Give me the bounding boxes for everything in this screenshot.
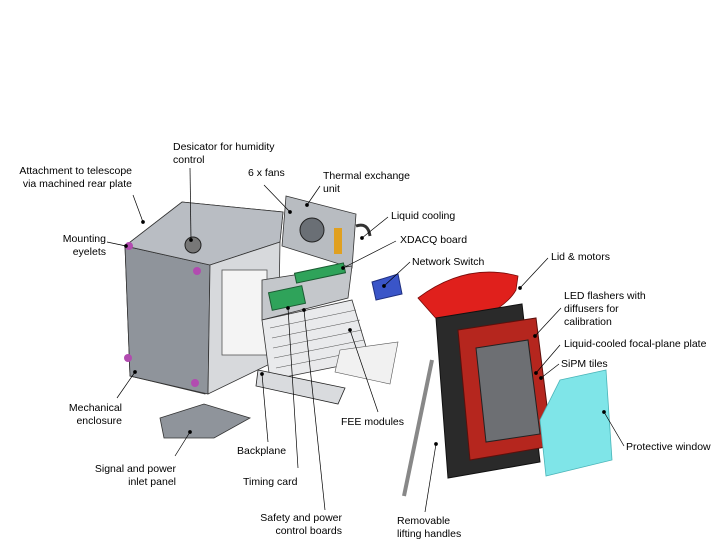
label-timing-card: Timing card [243, 476, 298, 488]
label-protective-window: Protective window [626, 441, 711, 453]
mechanical-enclosure [124, 201, 284, 395]
label-lifting-handles: Removable lifting handles [397, 515, 462, 540]
label-thermal-exchange: Thermal exchange unit [323, 170, 410, 195]
label-safety-boards: Safety and power control boards [260, 512, 342, 537]
leader-lines [106, 167, 625, 513]
label-xdacq-board: XDACQ board [400, 234, 468, 246]
label-sipm-tiles: SiPM tiles [561, 358, 608, 370]
label-lid-motors: Lid & motors [551, 251, 610, 263]
label-mechanical-enclosure: Mechanical enclosure [68, 402, 122, 427]
label-fans: 6 x fans [248, 167, 285, 179]
thermal-exchange-unit [281, 195, 372, 269]
label-led-flashers: LED flashers with diffusers for calibrat… [564, 290, 646, 328]
electronics-rack [255, 262, 403, 405]
label-network-switch: Network Switch [412, 256, 485, 268]
label-attachment: Attachment to telescope via machined rea… [19, 165, 132, 190]
inlet-panel [159, 403, 252, 439]
label-mounting-eyelets: Mounting eyelets [62, 233, 106, 258]
label-desiccator: Desicator for humidity control [173, 141, 275, 166]
mounting-eyelets [124, 242, 201, 387]
label-backplane: Backplane [237, 445, 287, 457]
label-liquid-cooling: Liquid cooling [391, 210, 456, 222]
label-inlet-panel: Signal and power inlet panel [94, 463, 176, 488]
label-focal-plane-plate: Liquid-cooled focal-plane plate [564, 338, 707, 350]
focal-plane-assembly [402, 303, 553, 497]
label-fee-modules: FEE modules [341, 416, 405, 428]
protective-window [539, 369, 613, 477]
